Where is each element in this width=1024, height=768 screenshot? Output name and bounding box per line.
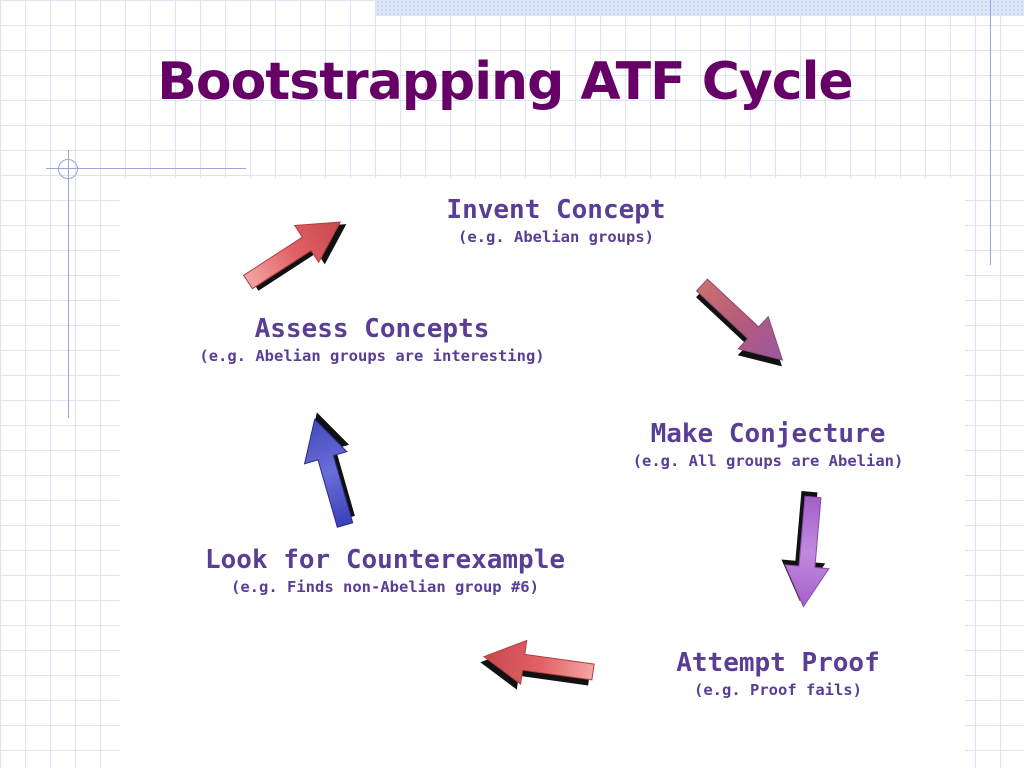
node-example: (e.g. Abelian groups): [458, 228, 654, 246]
node-assess-concepts: Assess Concepts (e.g. Abelian groups are…: [199, 314, 544, 366]
node-make-conjecture: Make Conjecture (e.g. All groups are Abe…: [633, 419, 904, 471]
node-invent-concept: Invent Concept (e.g. Abelian groups): [446, 195, 665, 247]
header-pattern-bar: [376, 0, 1024, 16]
node-label: Assess Concepts: [254, 314, 490, 344]
node-example: (e.g. Proof fails): [694, 681, 862, 699]
arrow-assess-to-invent: [235, 203, 359, 303]
decor-line-horizontal: [46, 168, 246, 169]
arrow-conjecture-to-proof: [777, 489, 836, 609]
node-example: (e.g. Abelian groups are interesting): [199, 347, 545, 365]
node-label: Attempt Proof: [676, 648, 880, 678]
arrow-proof-to-counterexample: [477, 634, 597, 700]
arrow-invent-to-conjecture: [686, 268, 798, 383]
node-label: Look for Counterexample: [204, 545, 566, 575]
decor-line-right: [990, 0, 991, 265]
decor-ring: [58, 159, 78, 179]
node-label: Invent Concept: [446, 195, 666, 225]
node-look-for-counterexample: Look for Counterexample (e.g. Finds non-…: [205, 545, 565, 597]
decor-line-left: [68, 150, 69, 418]
arrow-counterexample-to-assess: [293, 406, 369, 532]
node-example: (e.g. Finds non-Abelian group #6): [231, 578, 539, 596]
node-label: Make Conjecture: [650, 419, 886, 449]
node-attempt-proof: Attempt Proof (e.g. Proof fails): [676, 648, 880, 700]
node-example: (e.g. All groups are Abelian): [632, 452, 904, 470]
slide-title: Bootstrapping ATF Cycle: [157, 52, 853, 112]
